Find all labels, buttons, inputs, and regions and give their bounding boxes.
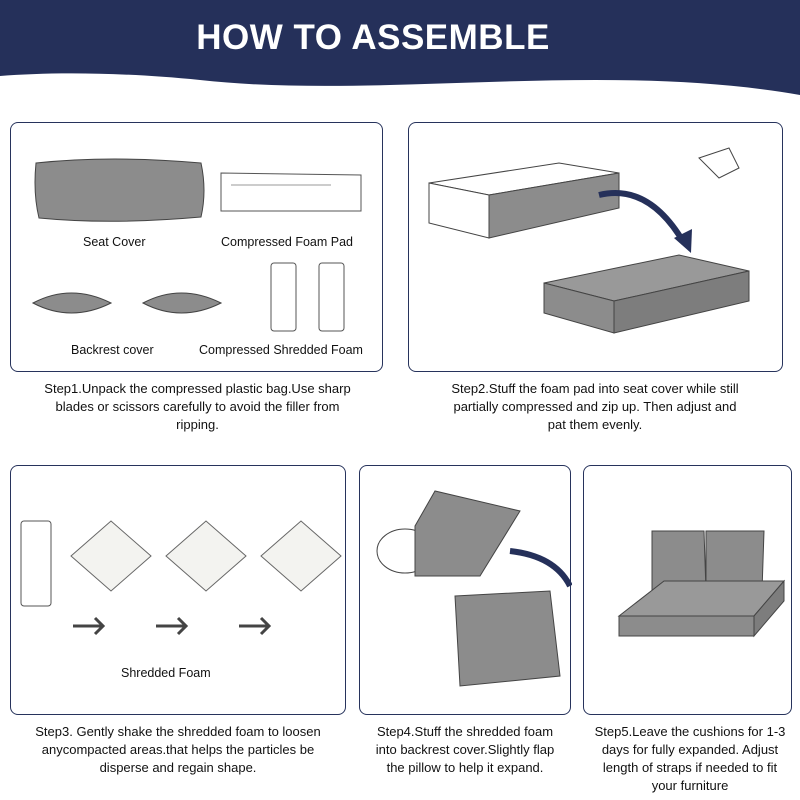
step3-panel: Shredded Foam — [10, 465, 346, 715]
step2-illustration — [428, 147, 750, 334]
banner-shape — [0, 0, 800, 95]
step4-panel — [359, 465, 572, 715]
label-shredded-foam: Shredded Foam — [121, 666, 211, 680]
label-compressed-shredded-foam: Compressed Shredded Foam — [199, 343, 363, 357]
step5-illustration — [617, 530, 786, 638]
step1-caption: Step1.Unpack the compressed plastic bag.… — [44, 381, 351, 432]
step3-caption: Step3. Gently shake the shredded foam to… — [35, 724, 321, 775]
label-compressed-foam-pad: Compressed Foam Pad — [221, 235, 354, 249]
step1-illustration — [31, 158, 362, 332]
step5-caption: Step5.Leave the cushions for 1-3 days fo… — [594, 724, 786, 793]
step2-panel — [408, 122, 783, 372]
label-backrest-cover: Backrest cover — [71, 343, 154, 357]
step5-panel — [583, 465, 792, 715]
page-title: HOW TO ASSEMBLE — [196, 18, 550, 57]
header-banner: HOW TO ASSEMBLE — [0, 0, 800, 110]
step4-caption: Step4.Stuff the shredded foam into backr… — [375, 724, 555, 775]
step3-illustration — [20, 520, 342, 636]
step2-caption: Step2.Stuff the foam pad into seat cover… — [451, 381, 739, 432]
arrow-right-icon — [73, 616, 272, 636]
step4-illustration — [376, 490, 572, 687]
step1-panel: Seat Cover Compressed Foam Pad Backrest … — [10, 122, 383, 372]
label-seat-cover: Seat Cover — [83, 235, 146, 249]
